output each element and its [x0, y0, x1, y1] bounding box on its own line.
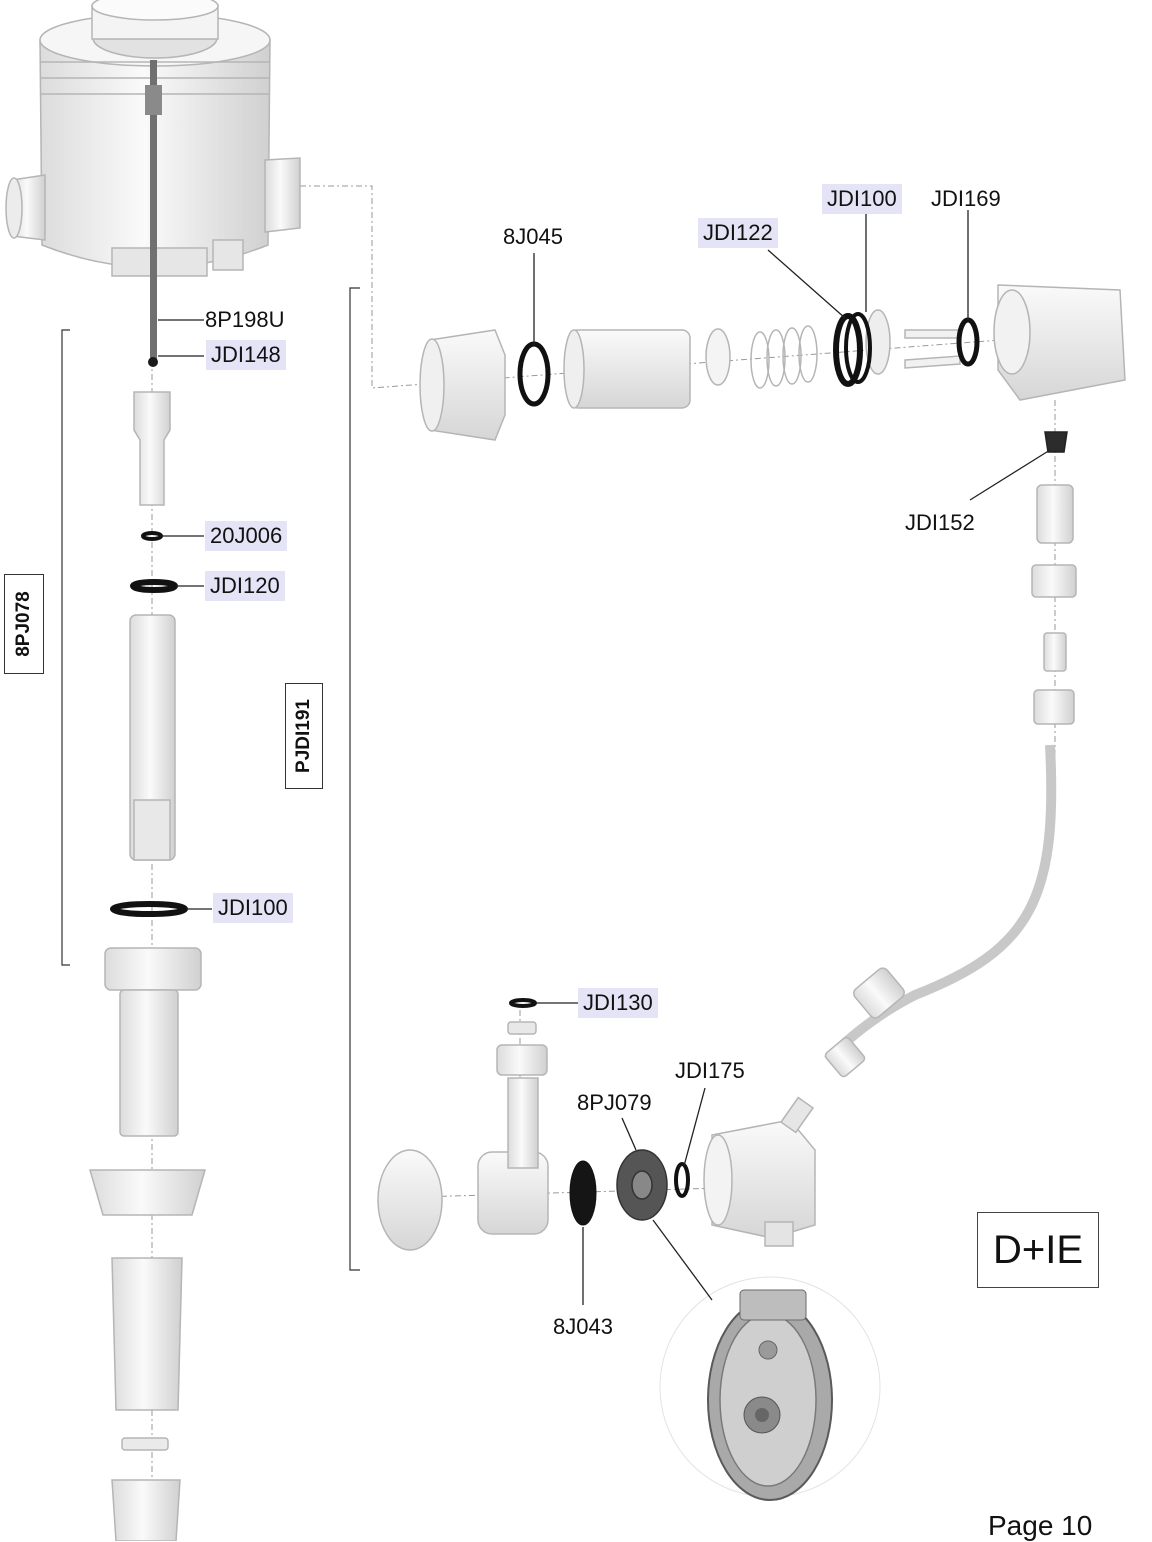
left-stack-parts	[89, 391, 206, 1541]
page-number: Page 10	[988, 1510, 1093, 1541]
kit-label-8pj078: 8PJ078	[4, 574, 44, 674]
label-jdi100-top: JDI100	[822, 184, 902, 214]
label-jdi120: JDI120	[205, 571, 285, 601]
right-fittings-tube	[824, 431, 1077, 1078]
label-8p198u: 8P198U	[205, 307, 285, 332]
bottom-valve-parts	[377, 1021, 816, 1251]
kit-text-pjdi191: PJDI191	[293, 699, 315, 773]
rod-8p198u	[145, 60, 162, 367]
label-jdi122: JDI122	[698, 218, 778, 248]
injector-horizontal-seals	[517, 312, 980, 407]
label-jdi152: JDI152	[905, 510, 975, 535]
label-8pj079: 8PJ079	[577, 1090, 652, 1115]
label-jdi169: JDI169	[931, 186, 1001, 211]
detail-magnified-valve	[659, 1276, 881, 1501]
bottom-valve-seals	[509, 998, 690, 1226]
label-8j045: 8J045	[503, 224, 563, 249]
label-8j043: 8J043	[553, 1314, 613, 1339]
kit-brackets	[61, 287, 360, 1271]
injector-horizontal-parts	[419, 284, 1126, 441]
model-box: D+IE	[977, 1212, 1099, 1288]
label-jdi100-left: JDI100	[213, 893, 293, 923]
label-jdi130: JDI130	[578, 988, 658, 1018]
leader-lines	[158, 210, 1051, 1305]
label-jdi148: JDI148	[206, 340, 286, 370]
main-housing	[5, 0, 301, 277]
label-20j006: 20J006	[205, 521, 288, 551]
kit-label-pjdi191: PJDI191	[285, 683, 323, 789]
kit-text-8pj078: 8PJ078	[13, 591, 35, 657]
label-jdi175: JDI175	[675, 1058, 745, 1083]
left-stack-seals	[110, 531, 188, 917]
